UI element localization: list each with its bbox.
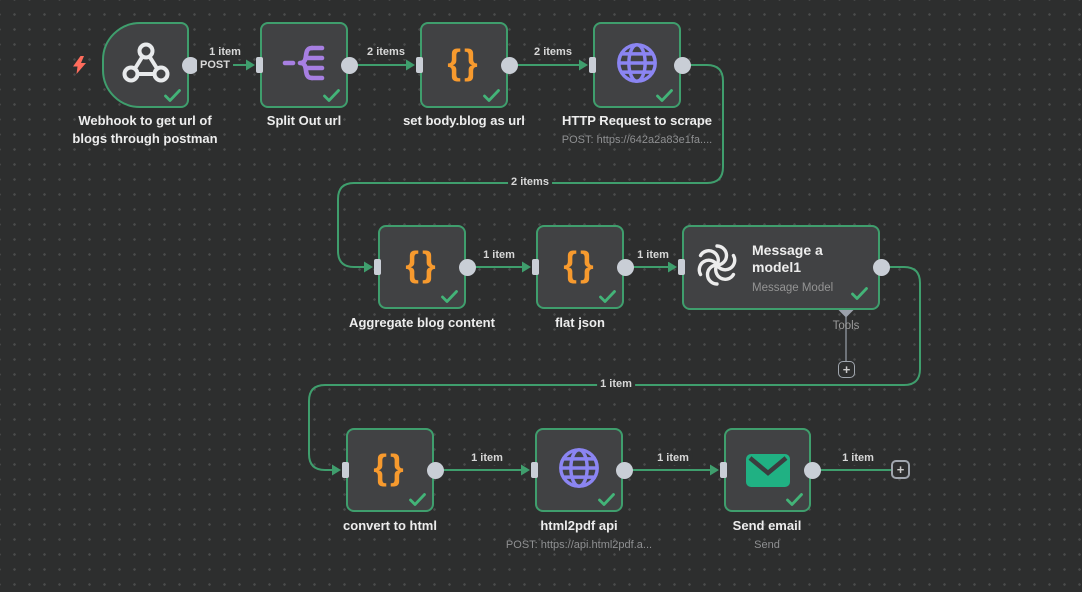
arrowhead bbox=[521, 464, 530, 476]
add-node-button[interactable]: + bbox=[891, 460, 910, 479]
edge-label-item-count: 2 items bbox=[364, 46, 408, 59]
globe-icon bbox=[556, 445, 602, 496]
arrowhead bbox=[364, 261, 373, 273]
arrowhead bbox=[406, 59, 415, 71]
output-endpoint[interactable] bbox=[458, 258, 476, 276]
node-subtitle: Message Model bbox=[752, 281, 834, 294]
plus-icon: + bbox=[896, 462, 905, 477]
braces-icon: {} bbox=[405, 244, 439, 284]
input-endpoint[interactable] bbox=[255, 57, 263, 73]
edge-label-item-count: 1 item bbox=[839, 452, 877, 465]
arrowhead bbox=[522, 261, 531, 273]
success-check-icon bbox=[786, 493, 803, 506]
input-endpoint[interactable] bbox=[530, 462, 538, 478]
input-endpoint[interactable] bbox=[719, 462, 727, 478]
node-label-set-body[interactable]: set body.blog as url bbox=[403, 113, 525, 128]
webhook-icon bbox=[122, 40, 170, 91]
success-check-icon bbox=[656, 89, 673, 102]
success-check-icon bbox=[598, 493, 615, 506]
arrowhead bbox=[579, 59, 588, 71]
success-check-icon bbox=[323, 89, 340, 102]
node-label-webhook[interactable]: Webhook to get url of blogs through post… bbox=[72, 113, 218, 146]
output-endpoint[interactable] bbox=[616, 258, 634, 276]
input-endpoint[interactable] bbox=[588, 57, 596, 73]
globe-icon bbox=[614, 40, 660, 91]
plus-icon: + bbox=[842, 362, 851, 377]
edge-label-item-count: 2 items bbox=[531, 46, 575, 59]
input-endpoint[interactable] bbox=[531, 259, 539, 275]
openai-icon bbox=[694, 242, 740, 293]
input-endpoint[interactable] bbox=[677, 259, 685, 275]
edge-label-item-count: 1 item bbox=[468, 452, 506, 465]
node-split-out[interactable] bbox=[260, 22, 348, 108]
arrowhead bbox=[332, 464, 341, 476]
node-set-body[interactable]: {} bbox=[420, 22, 508, 108]
node-label-aggregate[interactable]: Aggregate blog content bbox=[349, 315, 495, 330]
edge-label-item-count: 1 item bbox=[634, 249, 672, 262]
edge-label-method: POST bbox=[197, 59, 233, 72]
node-send-email[interactable] bbox=[724, 428, 811, 512]
output-endpoint[interactable] bbox=[615, 461, 633, 479]
arrowhead bbox=[246, 59, 255, 71]
node-webhook[interactable] bbox=[102, 22, 189, 108]
add-tool-button[interactable]: + bbox=[838, 361, 855, 378]
edge-label-item-count: 1 item bbox=[206, 46, 244, 59]
input-endpoint[interactable] bbox=[373, 259, 381, 275]
node-html2pdf[interactable] bbox=[535, 428, 623, 512]
success-check-icon bbox=[599, 290, 616, 303]
node-http-request[interactable] bbox=[593, 22, 681, 108]
envelope-icon bbox=[745, 453, 790, 487]
edge-label-item-count: 1 item bbox=[480, 249, 518, 262]
node-title[interactable]: Message a model1 bbox=[752, 241, 823, 276]
edge-label-item-count: 1 item bbox=[654, 452, 692, 465]
node-label-split-out[interactable]: Split Out url bbox=[266, 113, 342, 128]
success-check-icon bbox=[441, 290, 458, 303]
edge-label-item-count: 1 item bbox=[597, 378, 635, 391]
node-sublabel: Send bbox=[754, 538, 780, 551]
arrowhead bbox=[668, 261, 677, 273]
success-check-icon bbox=[851, 287, 868, 300]
arrowhead bbox=[710, 464, 719, 476]
node-label-convert-html[interactable]: convert to html bbox=[343, 518, 437, 533]
node-sublabel: POST: https://642a2a83e1fa.... bbox=[561, 133, 713, 146]
success-check-icon bbox=[164, 89, 181, 102]
output-endpoint[interactable] bbox=[500, 56, 518, 74]
success-check-icon bbox=[409, 493, 426, 506]
input-endpoint[interactable] bbox=[415, 57, 423, 73]
node-flat-json[interactable]: {} bbox=[536, 225, 624, 309]
edge-label-item-count: 2 items bbox=[508, 176, 552, 189]
tools-connector-label: Tools bbox=[832, 320, 860, 332]
split-out-icon bbox=[281, 40, 327, 91]
node-convert-html[interactable]: {} bbox=[346, 428, 434, 512]
node-label-flat-json[interactable]: flat json bbox=[555, 315, 605, 330]
trigger-lightning-bolt-icon bbox=[73, 56, 86, 74]
success-check-icon bbox=[483, 89, 500, 102]
output-endpoint[interactable] bbox=[803, 461, 821, 479]
output-endpoint[interactable] bbox=[426, 461, 444, 479]
node-sublabel: POST: https://api.html2pdf.a... bbox=[505, 538, 653, 551]
node-message-model[interactable]: Message a model1 Message Model bbox=[682, 225, 880, 310]
output-endpoint[interactable] bbox=[340, 56, 358, 74]
braces-icon: {} bbox=[447, 42, 481, 82]
output-endpoint[interactable] bbox=[181, 56, 199, 74]
output-endpoint[interactable] bbox=[872, 258, 890, 276]
braces-icon: {} bbox=[563, 244, 597, 284]
braces-icon: {} bbox=[373, 447, 407, 487]
input-endpoint[interactable] bbox=[341, 462, 349, 478]
output-endpoint[interactable] bbox=[673, 56, 691, 74]
node-aggregate[interactable]: {} bbox=[378, 225, 466, 309]
